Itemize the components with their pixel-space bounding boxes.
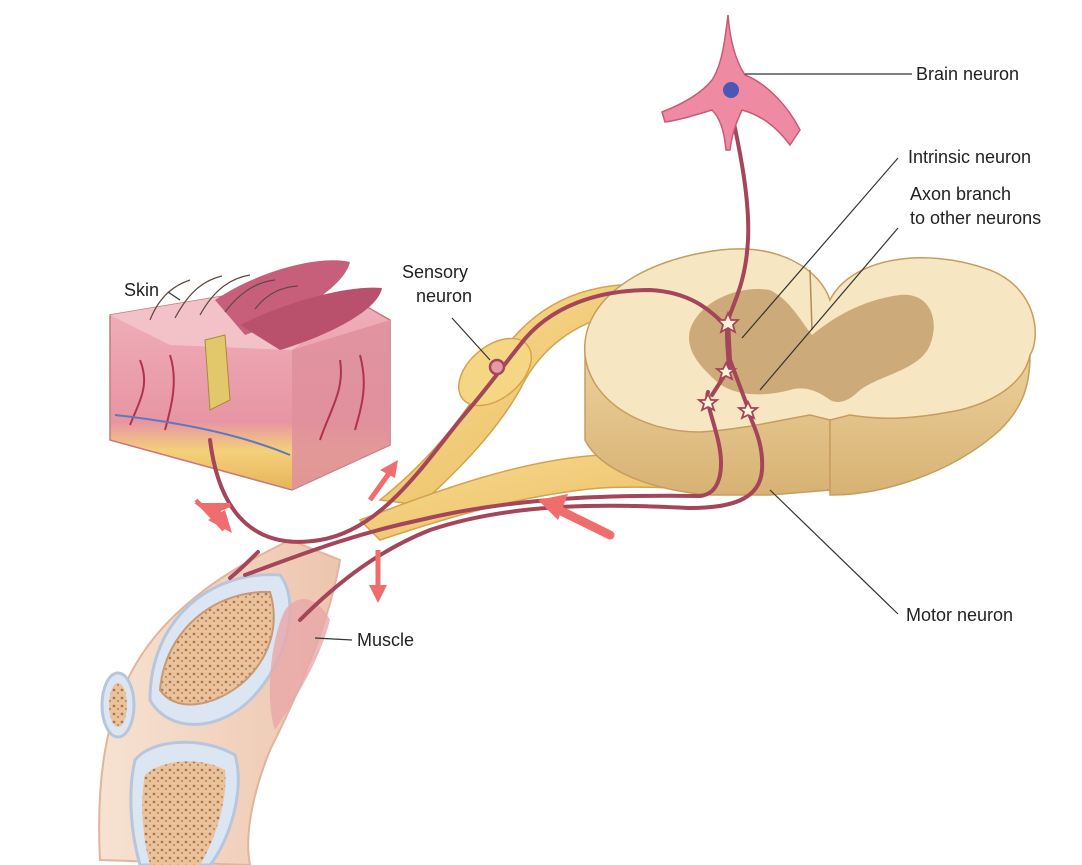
sensory-neuron-cell-body [490, 360, 504, 374]
nucleus [723, 82, 739, 98]
spinal-cord-cross-section [585, 249, 1036, 495]
label-intrinsic-neuron: Intrinsic neuron [908, 147, 1031, 167]
brain-neuron-illustration [662, 15, 800, 150]
label-brain-neuron: Brain neuron [916, 64, 1019, 84]
label-skin: Skin [124, 280, 159, 300]
arrow-icon [555, 508, 610, 535]
label-axon-branch-line1: Axon branch [910, 184, 1011, 204]
label-axon-branch-line2: to other neurons [910, 208, 1041, 228]
label-motor-neuron: Motor neuron [906, 605, 1013, 625]
label-sensory-line1: Sensory [402, 262, 468, 282]
label-muscle: Muscle [357, 630, 414, 650]
arrow-icon [369, 585, 387, 603]
label-sensory-line2: neuron [416, 286, 472, 306]
knee-joint-illustration [99, 540, 340, 865]
